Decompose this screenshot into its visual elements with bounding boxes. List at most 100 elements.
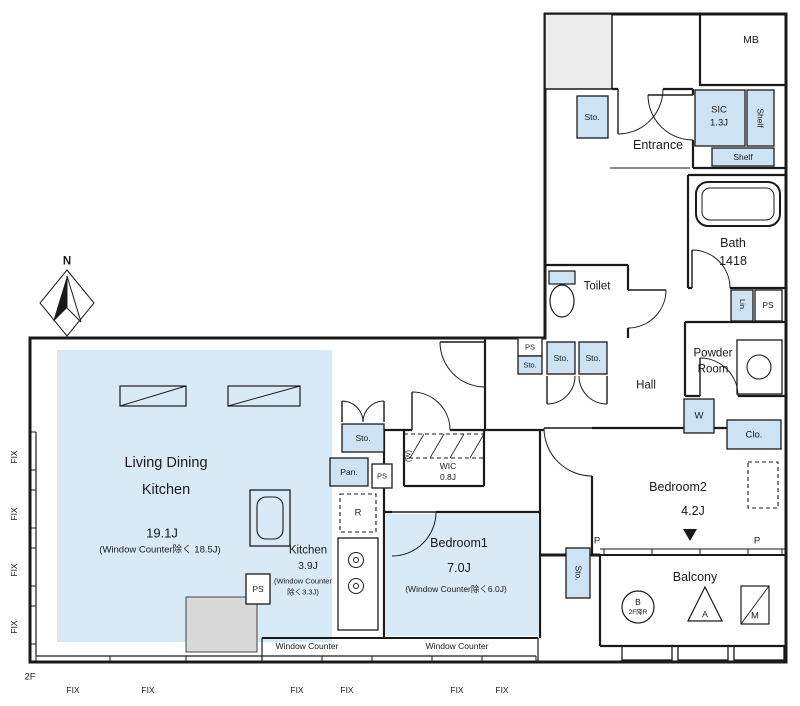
kitchen-name: Kitchen bbox=[288, 544, 328, 557]
fixtures bbox=[119, 181, 785, 661]
bedroom1-size: 7.0J bbox=[447, 560, 471, 575]
fix-label-bottom-1: FIX bbox=[66, 684, 80, 695]
hall-closet-arc-left bbox=[546, 375, 576, 405]
washer-box bbox=[683, 398, 715, 434]
fix-label-bottom-4: FIX bbox=[340, 684, 354, 695]
ps-kitchen-label: PS bbox=[252, 583, 264, 594]
sto-hall-label-1: Sto. bbox=[553, 352, 569, 363]
bedroom2-name: Bedroom2 bbox=[649, 479, 707, 494]
ldk-door-arc bbox=[439, 341, 486, 388]
kitchen-sink bbox=[256, 496, 284, 540]
sto-hall-box-2 bbox=[578, 341, 608, 375]
meter-panel-diagonal bbox=[740, 585, 770, 625]
bedroom2-door-arc bbox=[543, 427, 593, 477]
sic-name: SIC bbox=[711, 104, 727, 116]
floor-label: 2F bbox=[24, 671, 36, 683]
balcony-drain-3 bbox=[733, 645, 785, 661]
p-label-left: P bbox=[593, 535, 601, 547]
mb-label: MB bbox=[743, 33, 759, 46]
wic-size: 0.8J bbox=[439, 471, 457, 482]
wic-door-arc bbox=[411, 391, 451, 431]
stove bbox=[337, 537, 379, 631]
north-compass-icon bbox=[39, 269, 95, 337]
lin-label: Lin. bbox=[737, 298, 747, 312]
hall-label: Hall bbox=[636, 379, 656, 392]
powder-sink bbox=[746, 354, 772, 380]
powder-counter bbox=[736, 339, 783, 395]
kitchen-note-line1: (Window Counter bbox=[274, 576, 332, 586]
ps-upper-box bbox=[371, 463, 393, 489]
sto-entrance-box bbox=[576, 95, 609, 139]
sto-hall-label-2: Sto. bbox=[585, 352, 601, 363]
beam-2-diagonal bbox=[227, 385, 301, 407]
room-fills bbox=[57, 350, 538, 642]
balcony-a-label: A bbox=[702, 608, 708, 619]
fix-label-bottom-2: FIX bbox=[141, 684, 155, 695]
evacuation-hatch bbox=[621, 590, 655, 624]
hall-closet-arc-right bbox=[578, 375, 608, 405]
bathtub bbox=[695, 181, 781, 227]
washer-label: W bbox=[694, 410, 704, 422]
refrigerator-label: R bbox=[354, 507, 362, 519]
ps-bath-box bbox=[754, 289, 783, 322]
toilet-door-arc bbox=[627, 289, 667, 329]
fix-label-left-3: FIX bbox=[8, 563, 19, 577]
void-blocks bbox=[185, 13, 613, 653]
fix-label-left-4: FIX bbox=[8, 620, 19, 634]
balcony-drain-2 bbox=[677, 645, 729, 661]
shelf-label-vertical: Shelf bbox=[755, 108, 766, 128]
kitchen-note-line2: 除く3.3J) bbox=[287, 587, 319, 597]
burner-icon bbox=[348, 578, 364, 594]
meter-label: M bbox=[751, 610, 759, 622]
sto-hall-small-label: Sto. bbox=[523, 360, 537, 370]
wic-name: WIC bbox=[439, 460, 457, 471]
ps-bath-label: PS bbox=[762, 299, 774, 310]
ldk-size: 19.1J bbox=[146, 525, 178, 541]
fix-label-bottom-6: FIX bbox=[495, 684, 509, 695]
refrigerator-space bbox=[339, 493, 377, 533]
balcony-label: Balcony bbox=[672, 569, 718, 584]
ldk-name-line1: Living Dining bbox=[124, 454, 208, 471]
window-counter-label-right: Window Counter bbox=[425, 640, 489, 651]
meter-panel bbox=[740, 585, 770, 625]
entry-direction-marker bbox=[683, 529, 697, 541]
void-top bbox=[544, 13, 613, 90]
door-swings bbox=[341, 88, 739, 557]
bath-door-arc bbox=[691, 249, 731, 289]
north-label: N bbox=[62, 255, 72, 268]
wic-hanger-hatch bbox=[409, 433, 485, 459]
sto-hall-small-box bbox=[517, 355, 543, 375]
pan-box bbox=[329, 457, 369, 487]
fix-label-bottom-5: FIX bbox=[450, 684, 464, 695]
balcony-triangle bbox=[687, 585, 723, 622]
bathtub-inner bbox=[701, 187, 775, 221]
bath-name: Bath bbox=[720, 235, 746, 250]
beam-1-diagonal bbox=[119, 385, 187, 407]
fix-label-left-1: FIX bbox=[8, 450, 19, 464]
kitchen-size: 3.9J bbox=[298, 559, 318, 572]
clo-label: Clo. bbox=[745, 429, 763, 441]
fix-label-bottom-3: FIX bbox=[290, 684, 304, 695]
beam-2 bbox=[227, 385, 301, 407]
pillar-bottom bbox=[185, 596, 258, 653]
shelf-label-horizontal: Shelf bbox=[733, 151, 753, 162]
window-counter-label-left: Window Counter bbox=[275, 640, 339, 651]
storage-boxes bbox=[245, 89, 783, 605]
bedroom1-door-arc bbox=[391, 511, 437, 557]
entrance-door-arc bbox=[617, 88, 664, 135]
door-leaves bbox=[341, 89, 701, 513]
sto-door-arc-right bbox=[362, 400, 385, 423]
shelf-horizontal-box bbox=[711, 147, 775, 167]
powder-room-line2: Room bbox=[697, 363, 729, 376]
sto-hall-box-1 bbox=[546, 341, 576, 375]
clo-box bbox=[726, 419, 782, 450]
sto-entrance-label: Sto. bbox=[584, 111, 600, 122]
lin-box bbox=[730, 289, 754, 322]
ps-kitchen-box bbox=[245, 573, 271, 605]
fix-label-left-2: FIX bbox=[8, 507, 19, 521]
p-label-right: P bbox=[753, 535, 761, 547]
bedroom1-floor bbox=[386, 514, 538, 636]
wic-w-label: (W) bbox=[403, 449, 413, 463]
pan-label: Pan. bbox=[340, 466, 358, 477]
